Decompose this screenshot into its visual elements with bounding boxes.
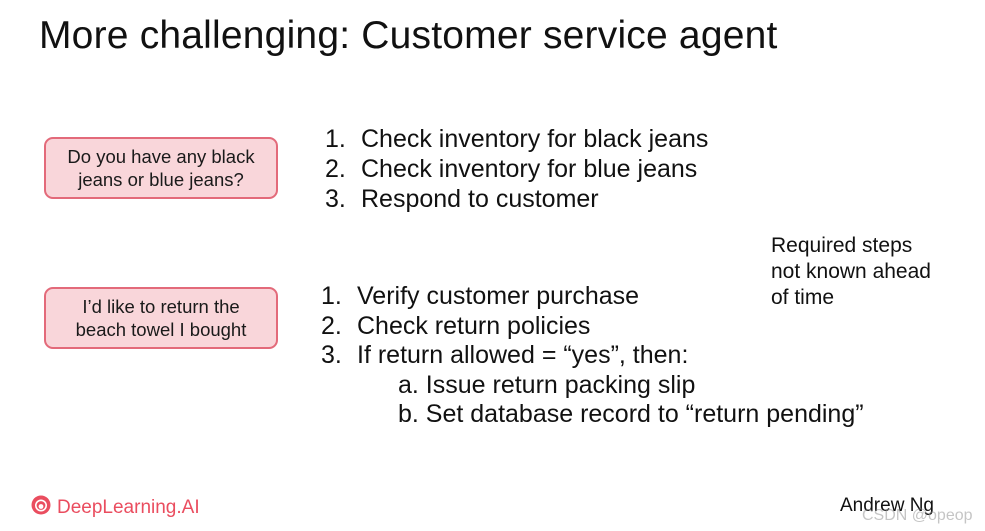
- query-line: I’d like to return the: [82, 296, 240, 317]
- step-text: If return allowed = “yes”, then:: [357, 341, 689, 369]
- note-line: Required steps: [771, 234, 913, 257]
- step-number: 2.: [325, 155, 346, 183]
- query-line: jeans or blue jeans?: [78, 169, 244, 190]
- deeplearning-ai-logo: DeepLearning.AI: [31, 495, 200, 520]
- substep-text: b. Set database record to “return pendin…: [398, 400, 864, 428]
- step-text: Respond to customer: [361, 185, 599, 213]
- step-number: 2.: [321, 311, 342, 340]
- note-line: of time: [771, 286, 835, 309]
- step-text: Check inventory for black jeans: [361, 125, 709, 153]
- step-number: 1.: [325, 125, 346, 153]
- deeplearning-ai-logo-icon: [31, 495, 51, 520]
- step-text: Check return policies: [357, 311, 591, 340]
- step-item: 1. Check inventory for black jeans: [325, 124, 708, 154]
- query-line: Do you have any black: [67, 146, 255, 167]
- step-text: Verify customer purchase: [357, 282, 640, 310]
- substep-item: a. Issue return packing slip: [321, 371, 864, 401]
- step-number: 3.: [325, 185, 346, 213]
- logo-text: DeepLearning.AI: [57, 496, 200, 518]
- customer-query-bubble-1: Do you have any black jeans or blue jean…: [44, 137, 278, 199]
- side-note: Required steps not known ahead of time: [771, 233, 931, 311]
- substep-text: a. Issue return packing slip: [398, 370, 696, 399]
- query-line: beach towel I bought: [75, 319, 247, 340]
- step-list-2: 1. Verify customer purchase 2. Check ret…: [321, 282, 864, 430]
- step-item: 1. Verify customer purchase: [321, 282, 864, 312]
- slide-title: More challenging: Customer service agent: [39, 14, 778, 57]
- watermark: CSDN @opeop: [862, 507, 973, 524]
- step-number: 1.: [321, 282, 342, 310]
- author-name: Andrew Ng: [840, 495, 934, 516]
- note-line: not known ahead: [771, 260, 931, 283]
- customer-query-bubble-2: I’d like to return the beach towel I bou…: [44, 287, 278, 349]
- step-list-1: 1. Check inventory for black jeans 2. Ch…: [325, 124, 708, 214]
- step-item: 3. Respond to customer: [325, 184, 708, 214]
- step-item: 2. Check inventory for blue jeans: [325, 154, 708, 184]
- step-item: 2. Check return policies: [321, 312, 864, 342]
- step-item: 3. If return allowed = “yes”, then:: [321, 341, 864, 371]
- substep-item: b. Set database record to “return pendin…: [321, 400, 864, 430]
- step-text: Check inventory for blue jeans: [361, 155, 698, 183]
- step-number: 3.: [321, 341, 342, 369]
